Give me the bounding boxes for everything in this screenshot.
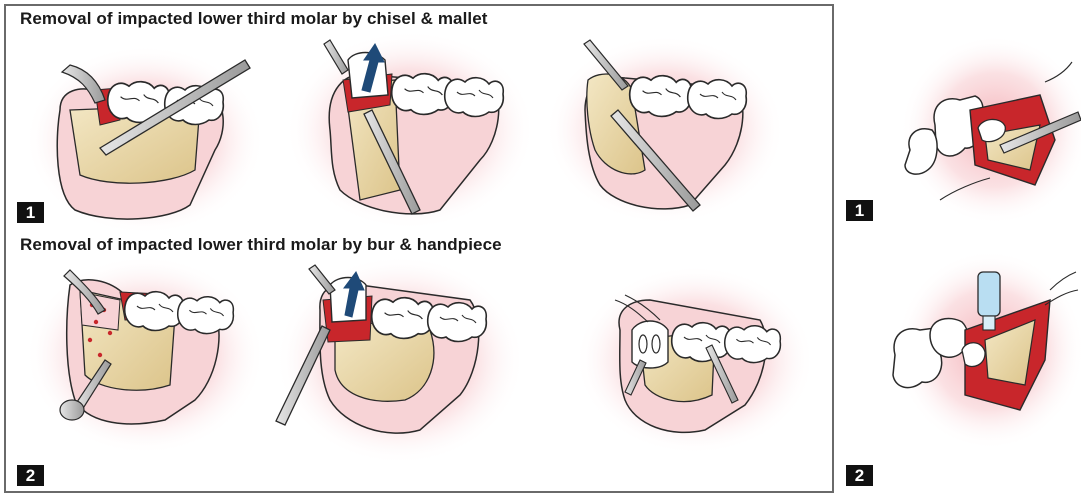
step-badge-2: 2 — [17, 465, 44, 486]
step-badge-1: 1 — [17, 202, 44, 223]
figure-bur-step-1 — [25, 255, 265, 455]
figure-chisel-step-2 — [285, 30, 535, 230]
figure-bur-step-2 — [275, 255, 525, 465]
figure-bur-step-3 — [575, 265, 815, 455]
side-badge-1: 1 — [846, 200, 873, 221]
side-figure-1 — [900, 35, 1081, 225]
side-badge-2: 2 — [846, 465, 873, 486]
section-1-title: Removal of impacted lower third molar by… — [20, 9, 488, 29]
figure-chisel-step-3 — [545, 35, 785, 225]
side-figure-2 — [893, 250, 1081, 450]
figure-chisel-step-1 — [25, 45, 265, 235]
section-2-title: Removal of impacted lower third molar by… — [20, 235, 502, 255]
